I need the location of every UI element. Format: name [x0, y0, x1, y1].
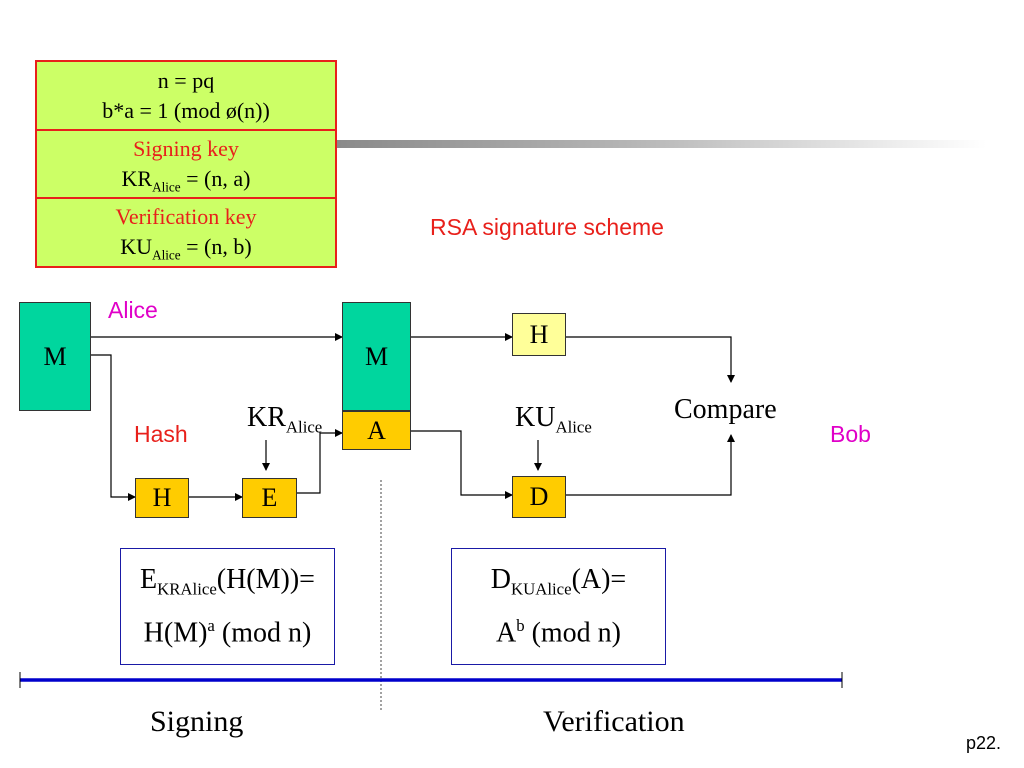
kr-alice-label: KRAlice: [247, 402, 323, 437]
decrypt-box: D: [512, 476, 566, 518]
verification-phase-label: Verification: [543, 705, 685, 738]
header-gradient-bar: [337, 140, 987, 148]
signing-key-title: Signing key: [133, 136, 239, 161]
verification-formula-line1: DKUAlice(A)=: [490, 564, 627, 599]
signing-formula-line1: EKRAlice(H(M))=: [140, 564, 315, 599]
signing-formula-box: EKRAlice(H(M))= H(M)a (mod n): [120, 548, 335, 665]
key-divider: [37, 129, 335, 131]
encrypt-box: E: [242, 478, 297, 518]
compare-label: Compare: [674, 394, 777, 425]
message-box-left: M: [19, 302, 91, 411]
hash-box-left: H: [135, 478, 189, 518]
verification-formula-box: DKUAlice(A)= Ab (mod n): [451, 548, 666, 665]
signing-phase-label: Signing: [150, 705, 244, 738]
hash-label: Hash: [134, 421, 188, 447]
page-number: p22.: [966, 733, 1002, 753]
bob-label: Bob: [830, 421, 871, 447]
verification-formula-line2: Ab (mod n): [495, 615, 622, 648]
modulus-text: n = pq: [157, 68, 215, 93]
signing-formula-line2: H(M)a (mod n): [143, 615, 312, 648]
signature-box: A: [342, 411, 411, 450]
ku-alice-label: KUAlice: [515, 402, 592, 437]
key-row-verification: Verification key KUAlice = (n, b): [37, 202, 335, 270]
arrow-m-to-hash: [91, 354, 136, 501]
key-row-signing: Signing key KRAlice = (n, a): [37, 134, 335, 202]
slide-title: RSA signature scheme: [430, 214, 664, 240]
hash-box-right: H: [512, 313, 566, 356]
arrow-e-to-a: [297, 429, 343, 494]
alice-label: Alice: [108, 297, 158, 323]
arrow-h-to-compare: [566, 336, 735, 383]
key-table: n = pq b*a = 1 (mod ø(n)) Signing key KR…: [35, 60, 337, 268]
arrow-d-to-compare: [566, 434, 735, 496]
key-row-modulus: n = pq b*a = 1 (mod ø(n)): [37, 66, 335, 126]
exponent-relation-text: b*a = 1 (mod ø(n)): [102, 98, 270, 123]
signing-key-value: KRAlice = (n, a): [121, 166, 251, 195]
arrow-a-to-d: [411, 430, 513, 499]
message-box-middle: M: [342, 302, 411, 411]
verification-key-value: KUAlice = (n, b): [120, 234, 252, 263]
verification-key-title: Verification key: [115, 204, 257, 229]
key-divider: [37, 197, 335, 199]
